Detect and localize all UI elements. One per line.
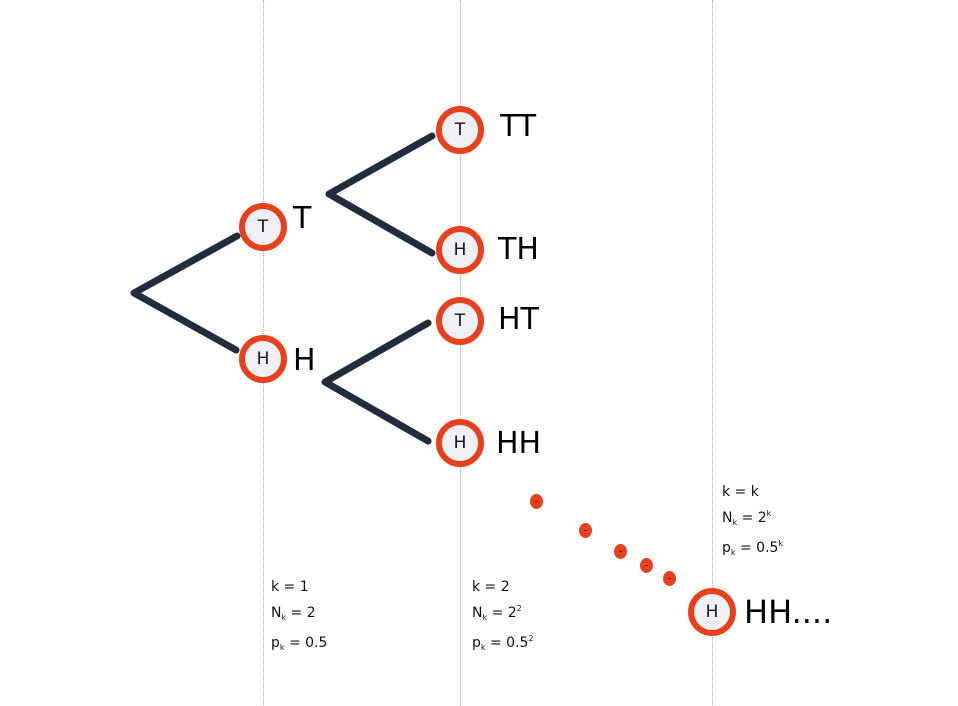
node-symbol: T [454,120,466,140]
k-value: k = 2 [472,579,510,595]
ellipsis-dot [640,558,653,573]
outcome-label-tt: TT [500,109,537,144]
node-symbol: H [705,602,719,622]
formula-k1: k = 1 Nk = 2 pk = 0.5 [271,577,327,658]
outcome-label-hh: HH [496,426,542,461]
node-h-level1: H [239,335,287,383]
n-formula: Nk = 2k [722,509,772,527]
level-2-guide-line [460,0,461,706]
root-branch [130,232,241,354]
ellipsis-dot [579,523,592,538]
t-branch [325,132,436,257]
formula-k2: k = 2 Nk = 22 pk = 0.52 [472,577,534,658]
k-value: k = k [722,484,759,500]
node-symbol: H [256,349,270,369]
node-symbol: T [257,217,269,237]
node-symbol: T [454,311,466,331]
n-formula: Nk = 2 [271,605,316,622]
ellipsis-dot [530,494,543,509]
h-branch [321,319,432,445]
outcome-label-th: TH [498,232,539,267]
outcome-label-ht: HT [498,302,539,337]
level-k-guide-line [712,0,713,706]
ellipsis-dot [614,544,627,559]
n-formula: Nk = 22 [472,604,522,622]
outcome-label-h: H [293,343,316,378]
node-symbol: H [453,240,467,260]
outcome-label-hh-k: HH.... [744,593,833,631]
node-th: H [436,226,484,274]
outcome-label-t: T [293,201,312,236]
node-hh-level-k: H [688,588,736,636]
node-t-level1: T [239,203,287,251]
formula-kk: k = k Nk = 2k pk = 0.5k [722,482,783,563]
k-value: k = 1 [271,579,309,595]
node-hh: H [436,419,484,467]
node-symbol: H [453,433,467,453]
p-formula: pk = 0.5 [271,635,328,652]
p-formula: pk = 0.5k [722,539,784,557]
node-tt: T [436,106,484,154]
node-ht: T [436,297,484,345]
p-formula: pk = 0.52 [472,634,534,652]
ellipsis-dot [663,571,676,586]
